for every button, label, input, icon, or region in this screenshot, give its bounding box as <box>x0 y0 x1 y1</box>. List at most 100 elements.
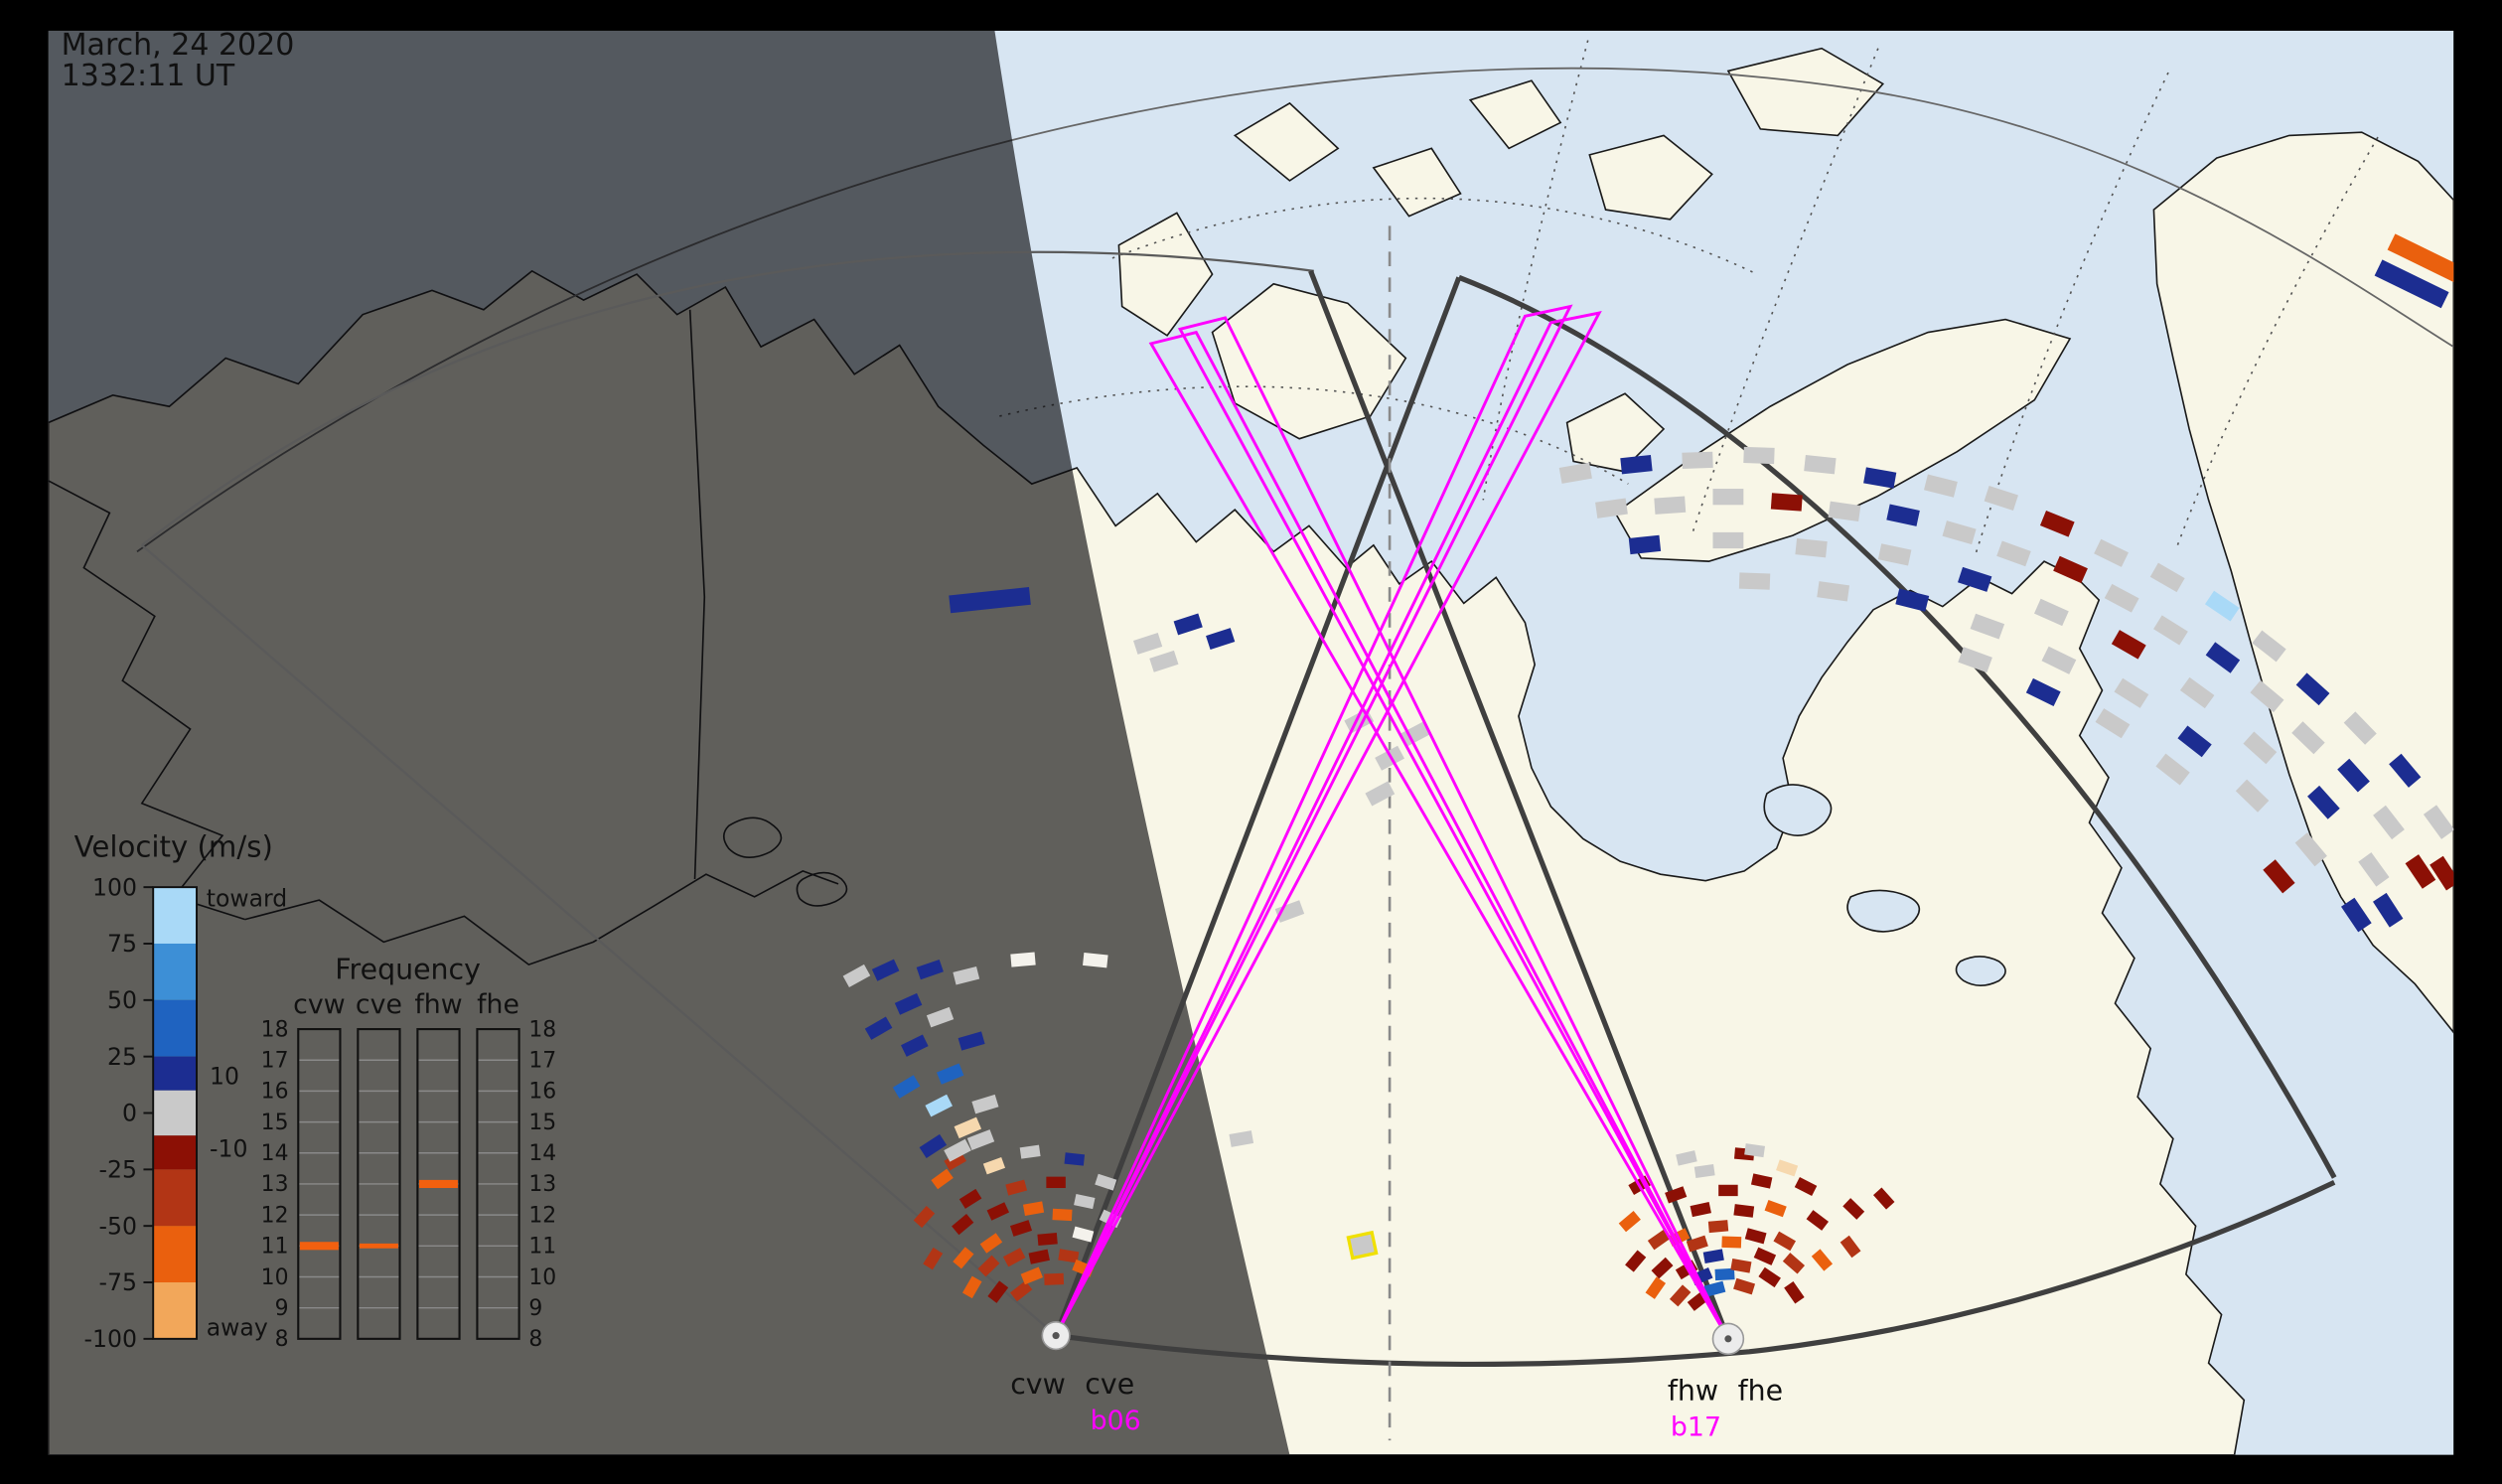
velocity-cell <box>2294 832 2327 867</box>
velocity-cell <box>842 964 871 988</box>
frequency-row-label-right: 13 <box>528 1172 556 1197</box>
velocity-colorbar-segment <box>153 999 198 1057</box>
velocity-cell <box>2053 555 2088 584</box>
velocity-cell <box>1872 1187 1895 1210</box>
upper-threshold-label: 10 <box>210 1062 239 1090</box>
velocity-cell <box>1019 1144 1041 1159</box>
velocity-cell <box>1558 462 1592 484</box>
velocity-cell <box>1618 1211 1641 1233</box>
velocity-cell <box>1628 534 1662 555</box>
velocity-cell <box>916 959 944 980</box>
velocity-cell <box>977 1255 1000 1277</box>
ellesmere-island <box>1726 47 1885 137</box>
graticule-dotted-4 <box>1692 48 1879 533</box>
velocity-cell <box>2041 646 2077 674</box>
velocity-cell <box>2291 721 2325 755</box>
velocity-cell <box>2111 630 2146 660</box>
velocity-cell <box>2307 785 2340 819</box>
velocity-cell <box>1651 1257 1674 1279</box>
velocity-cell <box>926 1006 955 1028</box>
velocity-cell <box>1842 1198 1865 1220</box>
beam-b06-outline-2 <box>1054 311 1602 1337</box>
velocity-cell <box>1712 489 1744 506</box>
velocity-cell <box>961 1275 982 1299</box>
velocity-cell <box>1804 454 1837 475</box>
velocity-cell <box>1022 1201 1045 1216</box>
lake-1 <box>1763 784 1833 836</box>
velocity-cell <box>1744 1143 1766 1158</box>
velocity-cell <box>2025 677 2061 706</box>
velocity-cell <box>1924 474 1958 498</box>
station-label-cve: cve <box>1085 1368 1134 1401</box>
velocity-cell <box>1758 1266 1781 1288</box>
velocity-cell <box>1714 1267 1735 1281</box>
velocity-cell <box>987 1280 1009 1303</box>
velocity-cell <box>1738 572 1771 590</box>
velocity-cell <box>1730 1258 1752 1273</box>
velocity-cell <box>2252 630 2286 663</box>
velocity-cell <box>2104 583 2139 613</box>
frequency-row-label-left: 14 <box>261 1141 289 1166</box>
velocity-cell <box>1064 1152 1086 1166</box>
velocity-cell <box>1970 613 2005 640</box>
velocity-cell <box>1753 1247 1777 1265</box>
velocity-cell <box>971 1094 999 1114</box>
velocity-cell <box>894 992 923 1015</box>
station-label-fhw: fhw <box>1668 1375 1718 1408</box>
velocity-cell <box>952 1214 974 1236</box>
highlighted-cell <box>1346 1230 1379 1261</box>
velocity-cell <box>864 1016 893 1040</box>
velocity-cell <box>1703 1280 1726 1297</box>
frequency-row-label-left: 9 <box>275 1296 289 1321</box>
velocity-cell <box>1784 1281 1805 1304</box>
velocity-cell <box>1764 1199 1787 1218</box>
velocity-cell <box>1743 446 1775 465</box>
arctic-islet-2 <box>1372 147 1462 218</box>
velocity-cell <box>2095 708 2131 739</box>
velocity-cell <box>2373 805 2405 840</box>
frequency-row-label-left: 15 <box>261 1111 289 1135</box>
frequency-row-label-left: 17 <box>261 1049 289 1074</box>
devon-island <box>1588 134 1713 221</box>
velocity-tick-label: 25 <box>107 1043 137 1071</box>
velocity-colorbar-segment <box>153 1226 198 1283</box>
velocity-cell <box>2243 731 2278 765</box>
velocity-cell <box>1958 566 1992 592</box>
velocity-cell <box>1733 1204 1755 1218</box>
velocity-cell <box>1058 1249 1080 1263</box>
velocity-cell <box>958 1188 982 1209</box>
frequency-column-label-cvw: cvw <box>293 989 345 1020</box>
velocity-cell <box>2094 538 2129 567</box>
frequency-row-label-left: 12 <box>261 1203 289 1228</box>
velocity-cell <box>1009 1280 1033 1302</box>
velocity-cell <box>1625 1250 1647 1272</box>
frequency-mark-cvw <box>299 1242 339 1251</box>
velocity-cell <box>1712 531 1744 549</box>
velocity-cell <box>2337 758 2370 793</box>
victoria-island <box>1211 282 1407 440</box>
velocity-cell <box>953 1247 974 1269</box>
fov-cve-left-edge <box>1053 276 1462 1337</box>
velocity-cell <box>1206 628 1236 651</box>
velocity-cell <box>1647 1229 1671 1251</box>
velocity-cell <box>2429 855 2454 891</box>
velocity-cell <box>1744 1228 1767 1245</box>
velocity-cell <box>1046 1176 1066 1189</box>
velocity-cell <box>931 1168 954 1190</box>
velocity-colorbar-segment <box>153 1056 198 1091</box>
velocity-cell <box>2405 854 2436 889</box>
beam-b17-outline-1 <box>1148 330 1730 1340</box>
velocity-cell <box>2387 233 2454 283</box>
velocity-cell <box>1020 1266 1043 1285</box>
arctic-islet-3 <box>1468 79 1562 150</box>
velocity-cell <box>1365 781 1396 807</box>
header-time: 1332:11 UT <box>62 59 235 93</box>
velocity-cell <box>1863 467 1897 489</box>
velocity-cell <box>944 1151 966 1171</box>
velocity-cell <box>1229 1130 1254 1147</box>
frequency-row-label-left: 11 <box>261 1235 289 1260</box>
site-dot-cvw-cve <box>1052 1332 1060 1340</box>
velocity-cell <box>2263 859 2295 894</box>
velocity-colorbar-segment <box>153 1169 198 1227</box>
